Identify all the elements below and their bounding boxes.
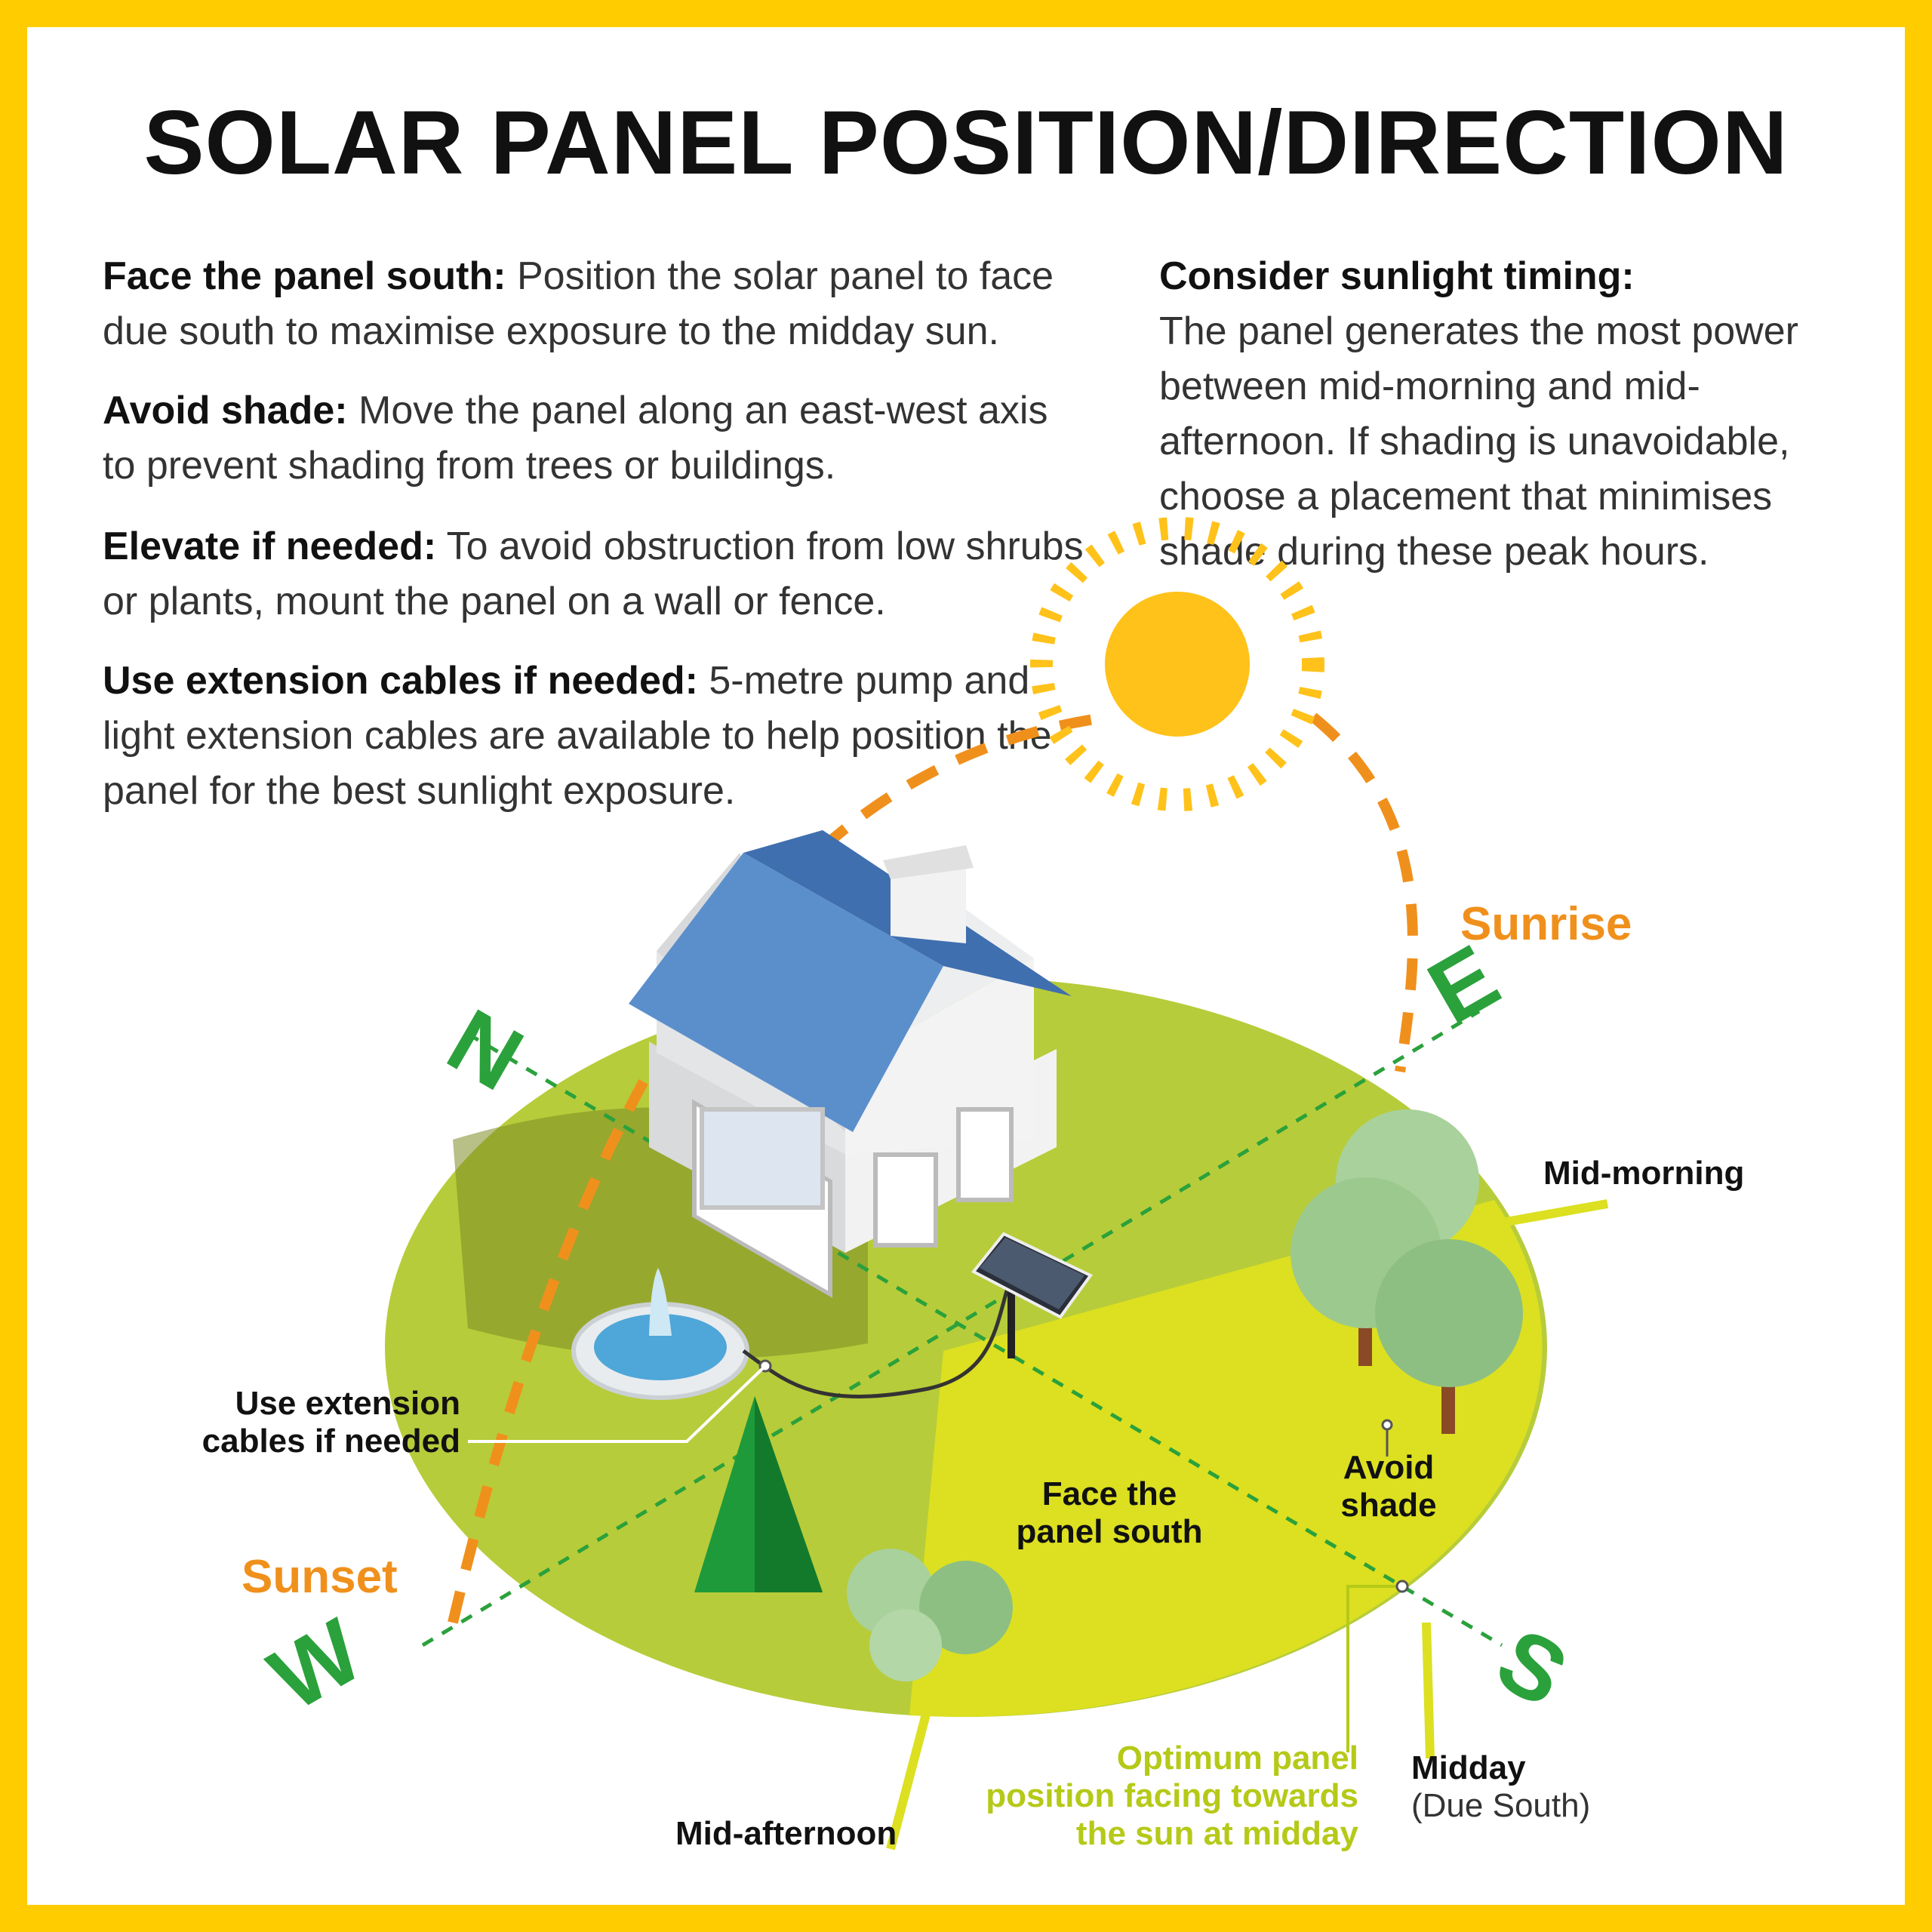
tip-text: Move the panel along an east-west axis t… — [103, 389, 1048, 488]
tip-heading: Elevate if needed: — [103, 525, 437, 568]
compass-n: N — [432, 989, 539, 1109]
pine-tree-illustration — [694, 1396, 823, 1592]
sun-icon — [1030, 517, 1324, 811]
optimum-leader-line — [1346, 1585, 1402, 1752]
sunset-label: Sunset — [242, 1551, 398, 1603]
tip-text: 5-metre pump and light extension cables … — [103, 659, 1052, 813]
mid-morning-ray — [1500, 1199, 1609, 1227]
tip-elevate: Elevate if needed: To avoid obstruction … — [103, 519, 1084, 629]
shrubs-illustration — [847, 1549, 1013, 1681]
tip-sunlight-timing: Consider sunlight timing: The panel gener… — [1159, 249, 1823, 580]
house-illustration — [629, 830, 1072, 1298]
sunrise-label: Sunrise — [1460, 898, 1632, 950]
optimum-marker — [1395, 1580, 1409, 1593]
tip-text: Position the solar panel to face due sou… — [103, 254, 1054, 353]
midday-ray — [1422, 1622, 1435, 1759]
tip-heading: Use extension cables if needed: — [103, 659, 698, 703]
tip-avoid-shade: Avoid shade: Move the panel along an eas… — [103, 383, 1084, 494]
extension-leader-line — [468, 1364, 767, 1443]
compass-s: S — [1481, 1608, 1583, 1726]
east-west-axis — [421, 1009, 1481, 1647]
tip-text: To avoid obstruction from low shrubs or … — [103, 525, 1084, 623]
midday-label: Midday — [1411, 1749, 1526, 1786]
optimum-position-label: Optimum panel position facing towards th… — [986, 1740, 1358, 1852]
extension-cables-label: Use extension cables if needed — [202, 1385, 460, 1460]
avoid-shade-label: Avoid shade — [1340, 1449, 1437, 1524]
tip-heading: Consider sunlight timing: — [1159, 254, 1635, 298]
page-title: SOLAR PANEL POSITION/DIRECTION — [143, 92, 1789, 193]
mid-afternoon-ray — [886, 1704, 933, 1850]
tip-text: The panel generates the most power betwe… — [1159, 309, 1798, 574]
tip-heading: Avoid shade: — [103, 389, 348, 432]
deciduous-trees-illustration — [1291, 1109, 1523, 1434]
tip-extension-cables: Use extension cables if needed: 5-metre … — [103, 654, 1084, 819]
face-south-label: Face the panel south — [1016, 1475, 1203, 1550]
sun-path-west — [448, 712, 1110, 1624]
avoid-shade-marker — [1381, 1419, 1393, 1431]
mid-afternoon-label: Mid-afternoon — [675, 1815, 897, 1852]
tip-face-south: Face the panel south: Position the solar… — [103, 249, 1084, 359]
mid-morning-label: Mid-morning — [1543, 1155, 1745, 1192]
extension-cable — [742, 1275, 1014, 1398]
north-south-axis — [466, 1032, 1503, 1647]
solar-panel-illustration — [971, 1232, 1094, 1358]
fountain-illustration — [571, 1268, 749, 1400]
sun-path-east — [1309, 712, 1418, 1073]
due-south-label: (Due South) — [1411, 1787, 1591, 1824]
tip-heading: Face the panel south: — [103, 254, 506, 298]
compass-w: W — [254, 1599, 379, 1730]
